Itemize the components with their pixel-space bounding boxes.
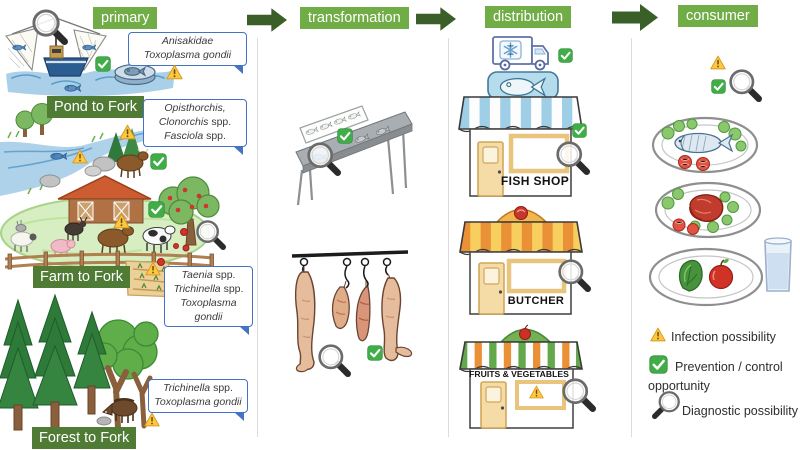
refrigerated-truck-illustration [492,36,549,71]
hanging-meat-illustration [291,250,413,373]
warning-icon [72,149,88,164]
distribution-scene [458,36,583,429]
column-divider [448,38,449,437]
magnifier-icon [728,68,762,102]
warning-icon [119,124,136,140]
consumer-scene [648,116,792,307]
column-divider [631,38,632,437]
produce-shop-sign-text: FRUITS & VEGETABLES [469,369,569,379]
wild-boar-illustration [96,398,138,426]
forest-illustration [0,293,159,431]
magnifier-icon [561,377,596,412]
warning-icon [166,64,183,80]
check-icon [558,48,573,63]
warning-icon [113,213,130,229]
fish-shop-sign-text: FISH SHOP [500,174,570,188]
column-header-transformation: transformation [300,7,409,29]
check-icon [150,153,167,170]
farm-animals-illustration [10,216,188,257]
check-icon [367,345,383,361]
pathogen-bubble-river: Opisthorchis, Clonorchis spp. Fasciola s… [143,99,247,155]
pathogen-bubble-forest: Trichinella spp. Toxoplasma gondii [148,379,248,421]
check-icon [148,201,165,218]
produce-shop-illustration [459,324,583,429]
column-divider [257,38,258,437]
flow-arrow [612,4,658,31]
flow-arrow [416,7,456,31]
warning-icon [710,55,726,70]
pathogen-bubble-farm: Taenia spp. Trichinella spp. Toxoplasma … [164,266,253,336]
column-header-consumer: consumer [678,5,758,27]
check-icon [572,123,587,138]
legend-diagnostic-label: Diagnostic possibility [682,404,799,418]
warning-icon [145,261,161,276]
check-icon [95,56,111,72]
magnifier-icon [306,141,341,176]
legend-prevention-label: Prevention / control opportunity [648,360,783,393]
vegetable-meal-plate [648,247,764,307]
magnifier-icon [31,8,68,45]
stage-label-pond-to-fork: Pond to Fork [47,96,145,118]
apple-tree-illustration [158,176,220,252]
warning-icon [144,412,160,427]
transformation-scene [291,105,413,373]
magnifier-icon [652,390,681,419]
butcher-shop-illustration [459,206,583,315]
stage-label-forest-to-fork: Forest to Fork [32,427,137,449]
meat-meal-plate [654,181,762,239]
water-glass [764,237,792,292]
warning-icon [529,385,544,399]
check-icon [711,79,726,94]
fish-tub-illustration [114,63,156,86]
warning-icon [650,327,666,342]
stage-label-farm-to-fork: Farm to Fork [33,266,130,288]
butcher-sign-text: BUTCHER [507,295,565,307]
legend-infection-label: Infection possibility [671,330,776,344]
magnifier-icon [195,219,226,250]
fish-meal-plate [651,116,759,174]
flow-arrow [247,8,287,32]
magnifier-icon [555,140,590,175]
magnifier-icon [557,258,591,292]
magnifier-icon [317,343,351,377]
snowflake-icon [503,42,518,58]
column-header-primary: primary [93,7,158,29]
pathogen-bubble-pond: Anisakidae Toxoplasma gondii [128,32,247,74]
column-header-distribution: distribution [485,6,572,28]
cow-illustration [116,148,149,178]
